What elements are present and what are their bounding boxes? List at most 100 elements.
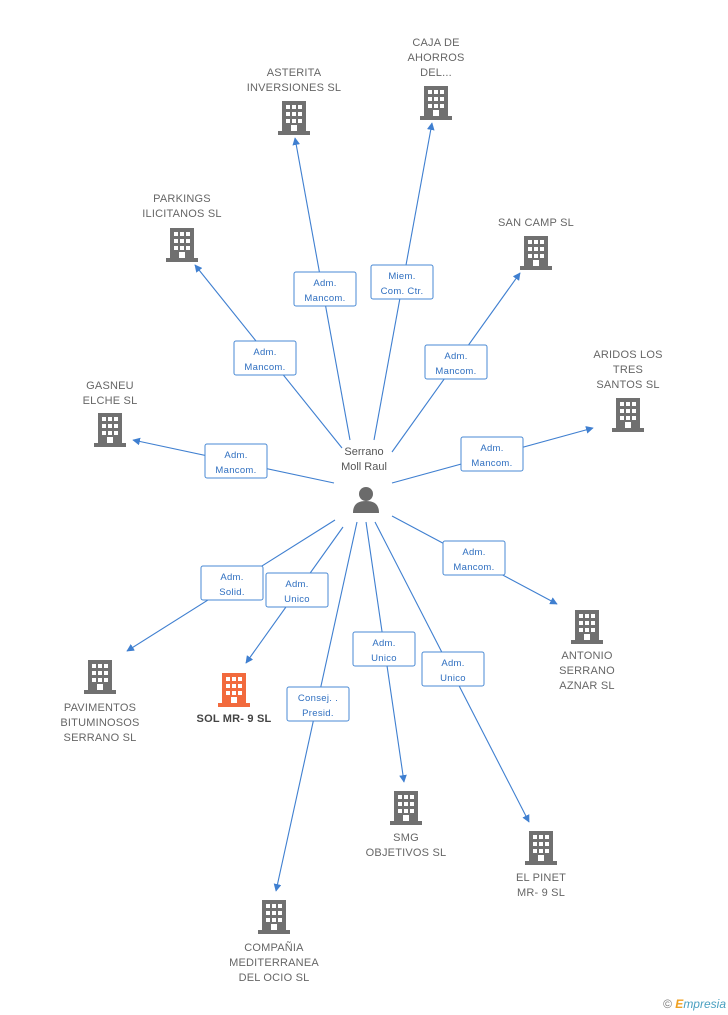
role-text-line: Unico bbox=[284, 594, 310, 605]
company-label-line: EL PINET bbox=[516, 872, 566, 884]
company-node-caja[interactable]: CAJA DE AHORROS DEL... bbox=[407, 37, 464, 120]
building-icon bbox=[525, 831, 557, 865]
role-box-rect bbox=[233, 340, 297, 376]
edge-asterita: Adm.Mancom. bbox=[292, 137, 357, 441]
role-text-line: Adm. bbox=[462, 547, 485, 558]
role-label-antonio[interactable]: Adm. Mancom. bbox=[442, 540, 506, 576]
role-label-elpinet[interactable]: Adm. Unico bbox=[421, 651, 485, 687]
edge-compania: Consej. . Presid. bbox=[273, 521, 358, 892]
role-text-line: Unico bbox=[440, 673, 466, 684]
company-label-line: SAN CAMP SL bbox=[498, 217, 574, 229]
role-text-line: Adm. bbox=[224, 450, 247, 461]
role-text-line: Miem. bbox=[388, 271, 415, 282]
person-icon bbox=[353, 487, 379, 513]
role-text-line: Mancom. bbox=[471, 458, 512, 469]
role-text-line: Adm. bbox=[313, 278, 336, 289]
footer-brand: © Empresia bbox=[663, 997, 726, 1011]
brand-name: mpresia bbox=[683, 997, 726, 1011]
role-text-line: Mancom. bbox=[453, 562, 494, 573]
company-label-line: DEL... bbox=[420, 67, 452, 79]
building-icon bbox=[84, 660, 116, 694]
company-label-line: ANTONIO bbox=[561, 650, 613, 662]
company-label-line: TRES bbox=[613, 364, 643, 376]
company-node-antonio[interactable]: ANTONIO SERRANO AZNAR SL bbox=[559, 610, 615, 692]
role-text-line: Unico bbox=[371, 653, 397, 664]
company-label-line: ARIDOS LOS bbox=[593, 349, 662, 361]
company-label-line: AZNAR SL bbox=[559, 680, 614, 692]
role-label-pavimentos[interactable]: Adm.Solid. bbox=[200, 565, 264, 601]
role-text-line: Adm. bbox=[372, 638, 395, 649]
edge-antonio: Adm. Mancom. bbox=[391, 515, 558, 605]
role-text-line: Adm. bbox=[441, 658, 464, 669]
company-label-line: OBJETIVOS SL bbox=[366, 847, 447, 859]
building-icon bbox=[571, 610, 603, 644]
company-node-smg[interactable]: SMG OBJETIVOS SL bbox=[366, 791, 447, 859]
edge-caja: Miem. Com. Ctr. bbox=[370, 122, 435, 441]
role-label-aridos[interactable]: Adm. Mancom. bbox=[460, 436, 524, 472]
edge-sancamp: Adm.Mancom. bbox=[391, 272, 521, 453]
role-box-rect bbox=[442, 540, 506, 576]
company-node-parkings[interactable]: PARKINGS ILICITANOS SL bbox=[142, 193, 222, 262]
company-label-line: MEDITERRANEA bbox=[229, 957, 319, 969]
role-text-line: Consej. . bbox=[298, 693, 338, 704]
company-label-line: SERRANO SL bbox=[64, 732, 137, 744]
person-node[interactable]: Serrano Moll Raul bbox=[341, 446, 387, 513]
role-label-solmr9[interactable]: Adm. Unico bbox=[265, 572, 329, 608]
edge-gasneu: Adm. Mancom. bbox=[132, 437, 335, 484]
company-label-line: SERRANO bbox=[559, 665, 615, 677]
company-label-line: CAJA DE bbox=[412, 37, 459, 49]
role-label-smg[interactable]: Adm. Unico bbox=[352, 631, 416, 667]
role-text-line: Mancom. bbox=[215, 465, 256, 476]
company-label-line: MR- 9 SL bbox=[517, 887, 565, 899]
company-label-line: SOL MR- 9 SL bbox=[197, 713, 272, 725]
person-name-line-1: Serrano bbox=[344, 446, 383, 458]
edge-aridos: Adm. Mancom. bbox=[391, 426, 594, 484]
role-label-compania[interactable]: Consej. . Presid. bbox=[286, 686, 350, 722]
building-icon bbox=[258, 900, 290, 934]
role-box-rect bbox=[286, 686, 350, 722]
edge-elpinet: Adm. Unico bbox=[374, 521, 530, 823]
company-node-solmr9[interactable]: SOL MR- 9 SL bbox=[197, 673, 272, 725]
building-icon bbox=[166, 228, 198, 262]
company-label-line: BITUMINOSOS bbox=[60, 717, 139, 729]
role-label-caja[interactable]: Miem. Com. Ctr. bbox=[370, 264, 434, 300]
company-label-line: INVERSIONES SL bbox=[247, 82, 342, 94]
company-label-line: ELCHE SL bbox=[83, 395, 138, 407]
role-label-asterita[interactable]: Adm.Mancom. bbox=[293, 271, 357, 307]
company-label-line: ILICITANOS SL bbox=[142, 208, 221, 220]
company-label-line: AHORROS bbox=[407, 52, 464, 64]
edge-smg: Adm. Unico bbox=[352, 521, 416, 783]
role-box-rect bbox=[424, 344, 488, 380]
role-label-parkings[interactable]: Adm.Mancom. bbox=[233, 340, 297, 376]
role-text-line: Adm. bbox=[285, 579, 308, 590]
company-label-line: PARKINGS bbox=[153, 193, 211, 205]
building-icon bbox=[612, 398, 644, 432]
edge-solmr9: Adm. Unico bbox=[245, 526, 344, 664]
role-label-sancamp[interactable]: Adm.Mancom. bbox=[424, 344, 488, 380]
role-text-line: Adm. bbox=[444, 351, 467, 362]
role-text-line: Com. Ctr. bbox=[381, 286, 424, 297]
company-label-line: COMPAÑIA bbox=[244, 941, 304, 954]
company-label-line: PAVIMENTOS bbox=[64, 702, 136, 714]
role-text-line: Presid. bbox=[302, 708, 334, 719]
building-icon bbox=[278, 101, 310, 135]
brand-initial: E bbox=[675, 997, 684, 1011]
role-text-line: Adm. bbox=[480, 443, 503, 454]
company-node-gasneu[interactable]: GASNEU ELCHE SL bbox=[83, 380, 138, 447]
role-text-line: Mancom. bbox=[244, 362, 285, 373]
role-box-rect bbox=[204, 443, 268, 479]
role-label-gasneu[interactable]: Adm. Mancom. bbox=[204, 443, 268, 479]
company-label-line: SMG bbox=[393, 832, 419, 844]
person-name-line-2: Moll Raul bbox=[341, 461, 387, 473]
company-label-line: GASNEU bbox=[86, 380, 134, 392]
company-node-sancamp[interactable]: SAN CAMP SL bbox=[498, 217, 574, 270]
company-node-pavimentos[interactable]: PAVIMENTOS BITUMINOSOS SERRANO SL bbox=[60, 660, 139, 744]
role-box-rect bbox=[293, 271, 357, 307]
edge-parkings: Adm. Mancom. bbox=[194, 264, 343, 449]
company-node-elpinet[interactable]: EL PINET MR- 9 SL bbox=[516, 831, 566, 899]
